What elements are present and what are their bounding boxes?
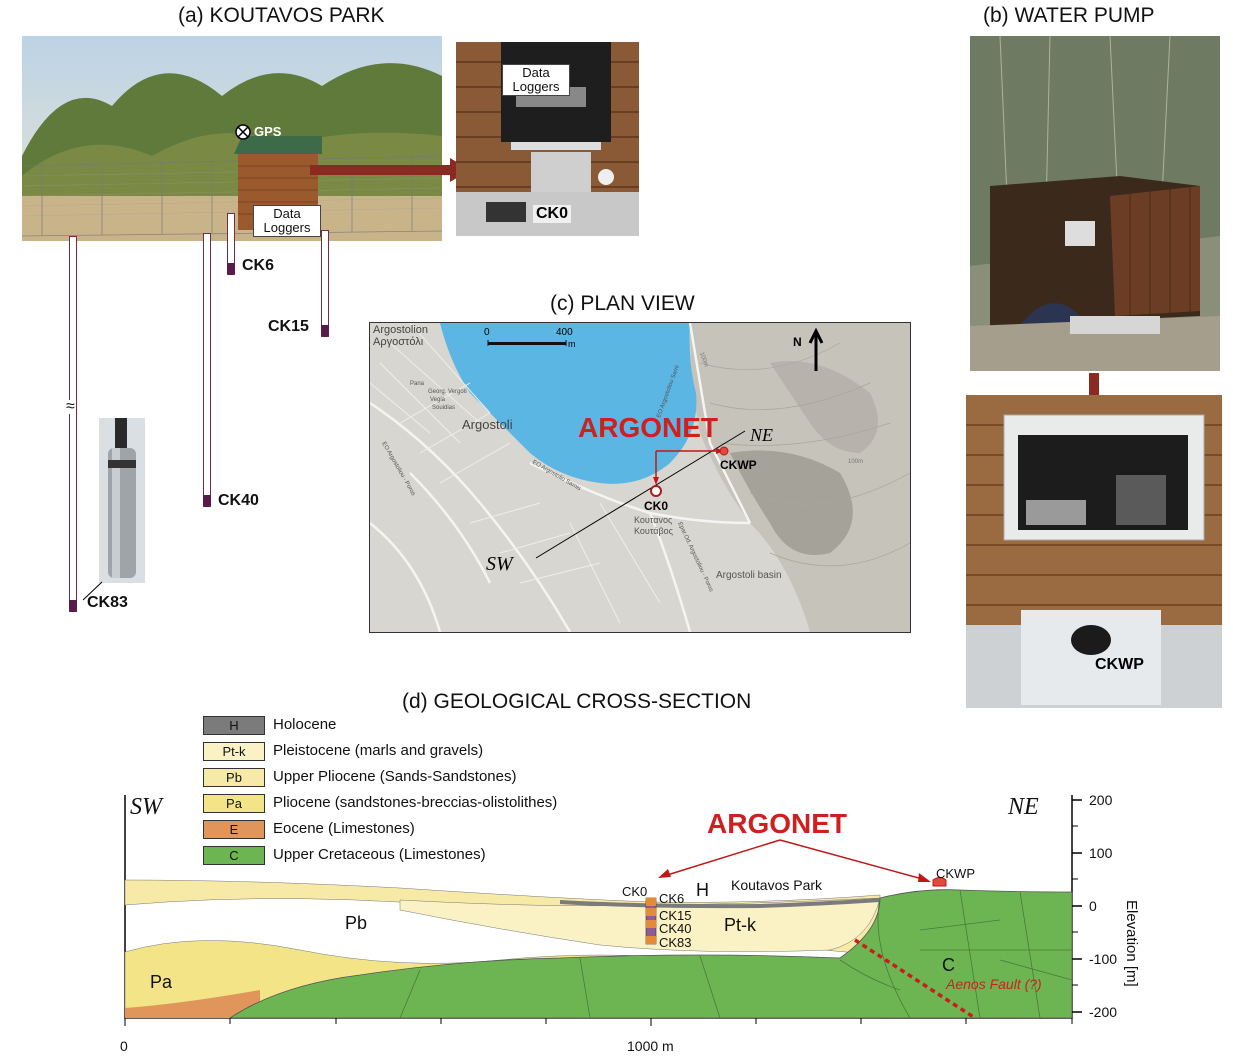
borehole-ck6-label: CK6 [242,257,275,274]
scale-unit: m [568,339,576,349]
section-ckwp-label: CKWP [936,866,975,881]
panel-d-title: (d) GEOLOGICAL CROSS-SECTION [402,690,752,713]
break-symbol: ≈ [66,398,75,415]
arrow-to-inset [310,158,470,182]
place-argostolion-gr: Αργοστόλι [373,336,424,348]
section-pa-label: Pa [150,972,173,992]
legend-code: Pa [203,794,265,813]
legend-label: Pleistocene (marls and gravels) [273,742,484,759]
section-ptk-label: Pt-k [724,915,757,935]
map-ne-label: NE [749,425,773,445]
legend-code: Pt-k [203,742,265,761]
gps-label: GPS [254,124,282,139]
place-koutavos-gr: Κουτάβος [634,526,674,536]
elev-tick-200: 200 [1089,792,1113,808]
panel-a-title: (a) KOUTAVOS PARK [178,4,385,27]
map-ck0-label: CK0 [644,499,668,513]
elevation-axis-title: Elevation [m] [1123,900,1140,987]
inset-ck0-label: CK0 [533,205,572,223]
map-ckwp-label: CKWP [720,458,757,472]
legend-label: Upper Cretaceous (Limestones) [273,846,486,863]
elev-tick-0: 0 [1089,898,1097,914]
pump-interior-photo: CKWP [966,395,1222,708]
section-ck0-label: CK0 [622,884,648,899]
legend-code: E [203,820,265,839]
contour-label-1: 100m [698,352,709,368]
elev-tick-minus100: -100 [1089,951,1118,967]
place-koutavos: Κουταvος [634,515,673,525]
street-pana: Pana [410,381,425,387]
elev-tick-minus200: -200 [1089,1004,1118,1020]
borehole-ck83-label: CK83 [87,594,128,611]
koutavos-park-photo: GPS [22,36,442,241]
probe-photo [99,418,145,583]
place-argostoli: Argostoli [462,417,513,432]
water-pump-photo [970,36,1220,371]
inset-data-loggers-label: Data Loggers [502,64,570,96]
section-ck6-label: CK6 [659,891,685,906]
legend-code: Pb [203,768,265,787]
x-tick-1000: 1000 m [627,1038,674,1054]
legend-label: Upper Pliocene (Sands-Sandstones) [273,768,517,785]
place-basin: Argostoli basin [716,570,782,581]
map-argonet-label: ARGONET [578,412,718,443]
aenos-fault-line [854,938,976,1020]
probe-leader-lines [82,581,103,601]
north-arrow-icon [808,327,824,371]
section-argonet-label: ARGONET [707,808,847,839]
north-label: N [793,335,802,349]
scale-400: 400 [556,327,573,338]
borehole-ck15 [321,230,329,337]
elev-tick-100: 100 [1089,845,1113,861]
street-vergoti: Georg. Vergoti [428,389,467,395]
map-sw-label: SW [486,553,515,575]
street-souidias: Souidias [432,405,455,411]
legend-code: H [203,716,265,735]
section-ne-label: NE [1008,794,1039,820]
section-park-label: Koutavos Park [731,877,823,893]
ck0-marker-icon [650,485,662,497]
section-fault-label: Aenos Fault (?) [946,976,1042,992]
panel-c-title: (c) PLAN VIEW [550,292,695,315]
borehole-ck6 [227,213,235,275]
plan-view-map: 0 400 m N Argostolion Αργοστόλι Argostol… [369,322,911,633]
section-line [535,430,746,559]
section-ck40-label: CK40 [659,921,692,936]
pump-ckwp-label: CKWP [1095,656,1144,673]
geological-cross-section [124,795,1082,1026]
scale-0: 0 [484,327,490,338]
data-logger-inset-photo: Data Loggers CK0 [456,42,639,236]
borehole-ck15-label: CK15 [268,318,309,335]
legend-label: Pliocene (sandstones-breccias-olistolith… [273,794,558,811]
section-ck83-label: CK83 [659,935,692,950]
section-ck15-label: CK15 [659,908,692,923]
section-c-label: C [942,955,955,975]
street-vegia: Vegia [430,397,446,403]
x-tick-0: 0 [120,1038,128,1054]
place-argostolion: Argostolion [373,324,428,336]
data-loggers-label: Data Loggers [253,205,321,237]
borehole-ck83 [69,236,77,612]
contour-label-2: 100m [848,459,863,465]
legend-label: Eocene (Limestones) [273,820,415,837]
borehole-ck40 [203,233,211,507]
section-h-label: H [696,880,709,900]
legend-label: Holocene [273,716,337,733]
section-pb-label: Pb [345,913,368,933]
legend-code: C [203,846,265,865]
section-sw-label: SW [130,794,162,820]
ckwp-marker-icon [719,446,729,456]
borehole-ck40-label: CK40 [218,492,259,509]
panel-b-title: (b) WATER PUMP [983,4,1155,27]
